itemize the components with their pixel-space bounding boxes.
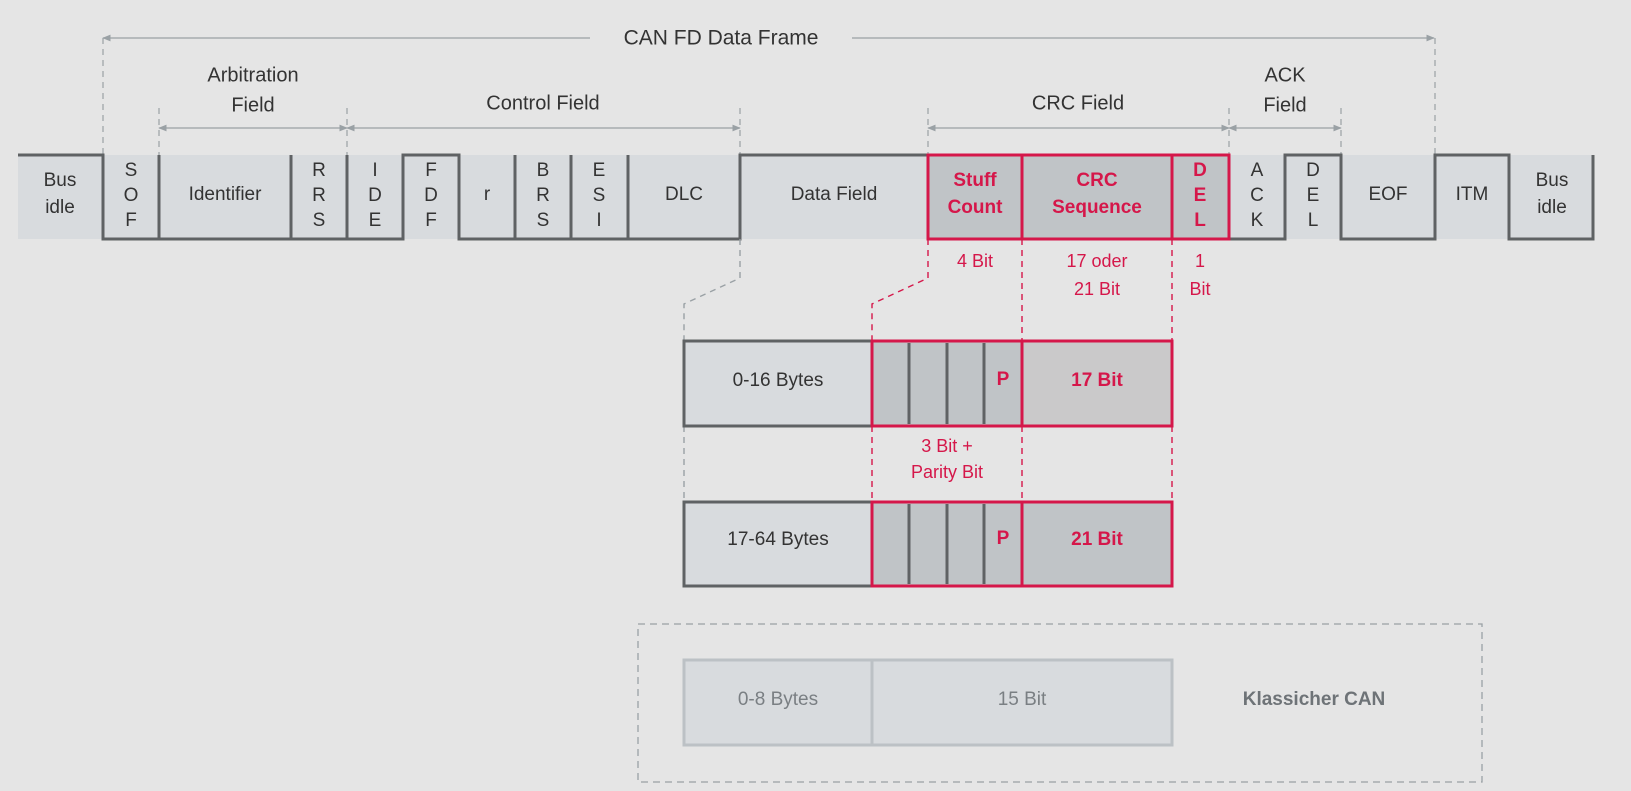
bus-idle-left-2: idle	[45, 197, 75, 218]
crc-del-letter: L	[1194, 210, 1206, 231]
frame-title-group: CAN FD Data Frame	[102, 27, 1435, 50]
stuff-count-connector	[871, 239, 929, 341]
crc-bits-box	[1020, 500, 1174, 588]
frame-title: CAN FD Data Frame	[624, 27, 819, 50]
ack-label-1: ACK	[1264, 64, 1306, 86]
parity-label: P	[997, 369, 1010, 390]
bus-idle-right-1: Bus	[1536, 170, 1569, 191]
crc-del-letter: E	[1194, 185, 1207, 206]
field-separators	[157, 155, 1511, 239]
bytes-label: 0-16 Bytes	[733, 370, 824, 391]
identifier-label: Identifier	[189, 184, 263, 205]
stuff-count-bits: 4 Bit	[957, 251, 993, 271]
crc-field-labels: Stuff Count CRC Sequence D E L	[948, 160, 1207, 231]
ide-letter: I	[372, 160, 377, 181]
bus-idle-left-1: Bus	[44, 170, 77, 191]
data-field-connector	[683, 239, 741, 341]
bit-count-labels: 4 Bit 17 oder 21 Bit 1 Bit	[957, 251, 1211, 299]
ack-letter: C	[1250, 185, 1264, 206]
brs-letter: B	[537, 160, 550, 181]
esi-letter: I	[596, 210, 601, 231]
itm-label: ITM	[1456, 184, 1489, 205]
stuff-note-1: 3 Bit +	[921, 436, 973, 456]
stuff-bit-separators	[907, 343, 986, 424]
classic-can-panel: 0-8 Bytes 15 Bit Klassicher CAN	[637, 623, 1483, 783]
sof-letter: O	[124, 185, 139, 206]
crc-highlight	[926, 153, 1231, 241]
brs-letter: R	[536, 185, 550, 206]
ack-del-letter: D	[1306, 160, 1320, 181]
ack-letter: K	[1251, 210, 1264, 231]
classic-crc-label: 15 Bit	[998, 689, 1047, 710]
bus-idle-right-2: idle	[1537, 197, 1567, 218]
classic-crc-box	[870, 658, 1174, 747]
rrs-letter: S	[313, 210, 326, 231]
rrs-letter: R	[312, 160, 326, 181]
stuff-count-note: 3 Bit + Parity Bit	[911, 436, 983, 482]
crc-bits-label: 17 Bit	[1071, 370, 1123, 391]
frame-bar: Bus idle S O F Identifier R R S I D E F …	[18, 153, 1595, 241]
detail-row-17-64: 17-64 Bytes P 21 Bit	[682, 500, 1174, 588]
bytes-label: 17-64 Bytes	[727, 529, 828, 550]
crc-del-bits-2: Bit	[1189, 279, 1210, 299]
group-labels: Arbitration Field Control Field CRC Fiel…	[207, 64, 1306, 116]
sof-letter: F	[125, 210, 137, 231]
stuff-count-label-2: Count	[948, 197, 1004, 218]
reserved-label: r	[484, 184, 491, 205]
fdf-letter: D	[424, 185, 438, 206]
crc-delimiter-box	[1170, 153, 1231, 241]
guide-lines	[102, 38, 1436, 155]
crc-bits-label: 21 Bit	[1071, 529, 1123, 550]
stuff-bit-separators	[907, 504, 986, 584]
fdf-letter: F	[425, 210, 437, 231]
ack-del-letter: E	[1307, 185, 1320, 206]
rrs-letter: R	[312, 185, 326, 206]
bytes-box	[682, 500, 874, 588]
stuff-count-label-1: Stuff	[953, 170, 997, 191]
field-labels: Bus idle S O F Identifier R R S I D E F …	[44, 160, 1569, 231]
ide-letter: E	[369, 210, 382, 231]
crc-bits-box	[1020, 339, 1174, 428]
crc-sequence-label-1: CRC	[1076, 170, 1117, 191]
eof-label: EOF	[1368, 184, 1407, 205]
dlc-label: DLC	[665, 184, 703, 205]
connector-lines	[683, 239, 1173, 502]
ack-del-letter: L	[1308, 210, 1319, 231]
data-field-label: Data Field	[791, 184, 878, 205]
classic-can-border	[637, 623, 1483, 783]
detail-row-0-16: 0-16 Bytes P 17 Bit	[682, 339, 1174, 428]
esi-letter: S	[593, 185, 606, 206]
crc-sequence-bits-2: 21 Bit	[1074, 279, 1120, 299]
stuff-note-2: Parity Bit	[911, 462, 983, 482]
classic-can-label: Klassicher CAN	[1243, 689, 1386, 710]
crc-sequence-label-2: Sequence	[1052, 197, 1142, 218]
control-field-label: Control Field	[486, 92, 599, 114]
crc-field-background	[928, 155, 1229, 239]
classic-bytes-label: 0-8 Bytes	[738, 689, 818, 710]
ack-label-2: Field	[1263, 94, 1306, 116]
arbitration-label-1: Arbitration	[207, 64, 298, 86]
parity-label: P	[997, 528, 1010, 549]
ide-letter: D	[368, 185, 382, 206]
crc-del-letter: D	[1193, 160, 1207, 181]
brs-letter: S	[537, 210, 550, 231]
crc-sequence-bits-1: 17 oder	[1066, 251, 1127, 271]
esi-letter: E	[593, 160, 606, 181]
ack-letter: A	[1251, 160, 1264, 181]
frame-bar-background	[18, 155, 1593, 239]
fdf-letter: F	[425, 160, 437, 181]
bytes-box	[682, 339, 874, 428]
arbitration-label-2: Field	[231, 94, 274, 116]
crc-field-label: CRC Field	[1032, 92, 1124, 114]
sof-letter: S	[125, 160, 138, 181]
crc-del-bits-1: 1	[1195, 251, 1205, 271]
signal-line	[18, 153, 1595, 241]
